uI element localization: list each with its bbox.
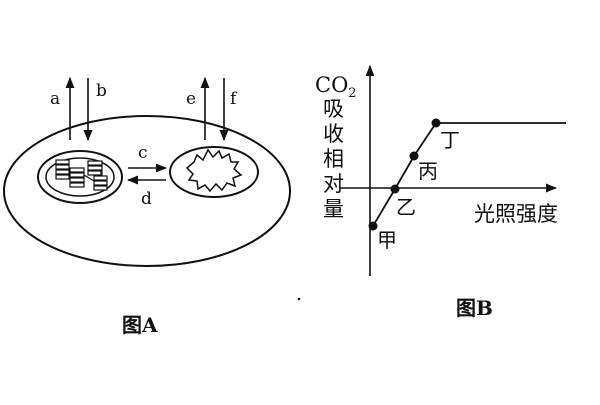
label-yi: 乙: [396, 195, 416, 219]
caption-b: 图B: [456, 296, 493, 320]
label-a: a: [50, 89, 60, 109]
point-ding: [431, 118, 441, 128]
y-axis-char-4: 对: [323, 172, 344, 196]
x-axis-label: 光照强度: [474, 202, 558, 226]
stray-dot: [297, 297, 301, 301]
label-d: d: [141, 189, 152, 209]
chloroplast: [37, 150, 123, 204]
label-ding: 丁: [440, 128, 460, 152]
point-bing: [409, 151, 419, 161]
y-axis-char-2: 收: [323, 122, 344, 146]
cell-outline: [3, 115, 291, 267]
y-axis-char-1: 吸: [323, 97, 344, 121]
point-jia: [368, 221, 378, 231]
label-jia: 甲: [377, 228, 397, 252]
y-axis-char-3: 相: [323, 147, 344, 171]
thylakoid-stacks: [55, 159, 108, 191]
figure-a: a b e f c d 图A: [3, 76, 291, 337]
caption-a: 图A: [122, 313, 158, 337]
figure-b: CO2 吸 收 相 对 量 光照强度 甲 乙 丙 丁 图B: [315, 64, 566, 320]
label-e: e: [186, 89, 196, 109]
label-b: b: [96, 81, 107, 101]
label-bing: 丙: [418, 159, 438, 183]
point-yi: [390, 184, 400, 194]
label-c: c: [138, 143, 148, 163]
label-f: f: [230, 89, 238, 109]
y-axis-char-5: 量: [323, 197, 344, 221]
y-axis-formula: CO2: [315, 73, 357, 101]
mitochondrion: [169, 146, 259, 198]
